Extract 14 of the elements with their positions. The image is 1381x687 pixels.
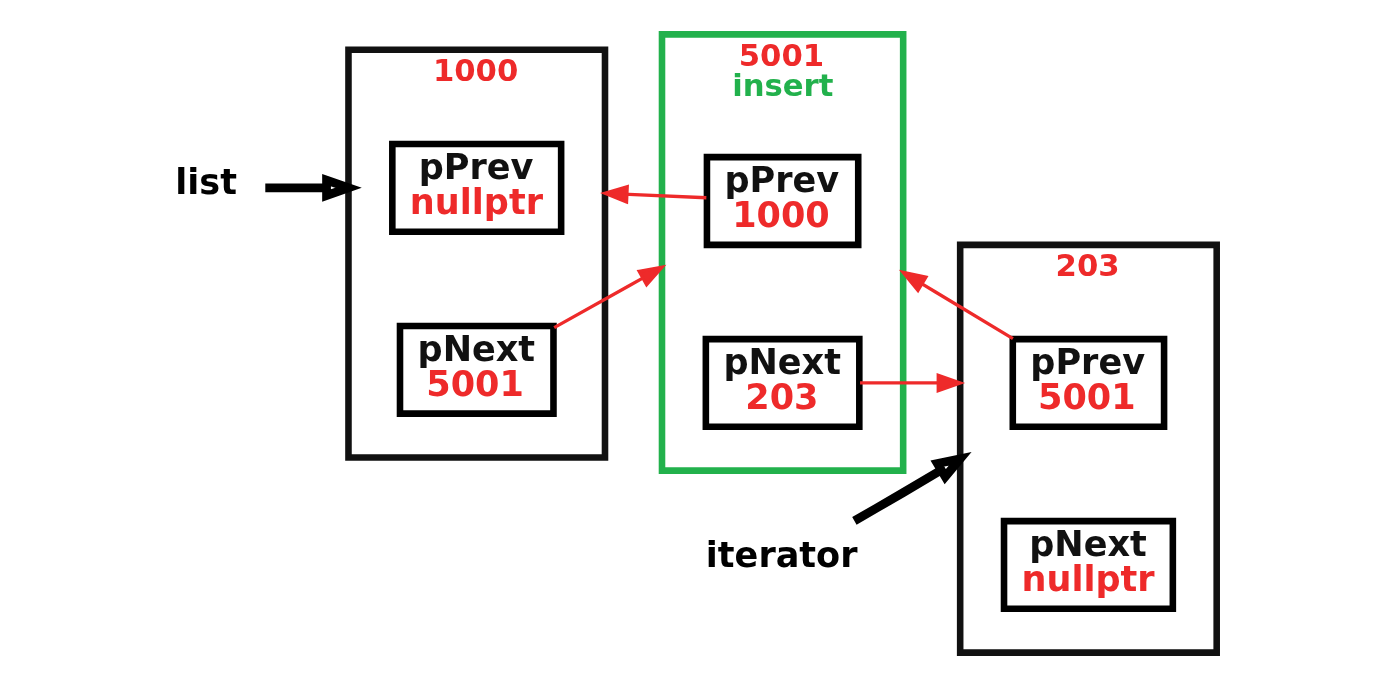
node-box: pNext 203	[702, 335, 863, 431]
node-box: pPrev 5001	[1009, 335, 1168, 431]
node-box: pNext 5001	[396, 322, 557, 417]
arrow	[265, 173, 362, 202]
node-box: pPrev 1000	[703, 153, 862, 249]
arrow	[852, 452, 972, 525]
node-text: list	[175, 160, 237, 202]
arrow	[898, 269, 1014, 341]
arrow	[553, 264, 667, 330]
arrow	[600, 184, 707, 205]
arrow	[860, 372, 966, 393]
node-box: pNext nullptr	[1000, 517, 1177, 613]
node-box: pPrev nullptr	[389, 140, 565, 235]
node-text: iterator	[705, 533, 858, 575]
